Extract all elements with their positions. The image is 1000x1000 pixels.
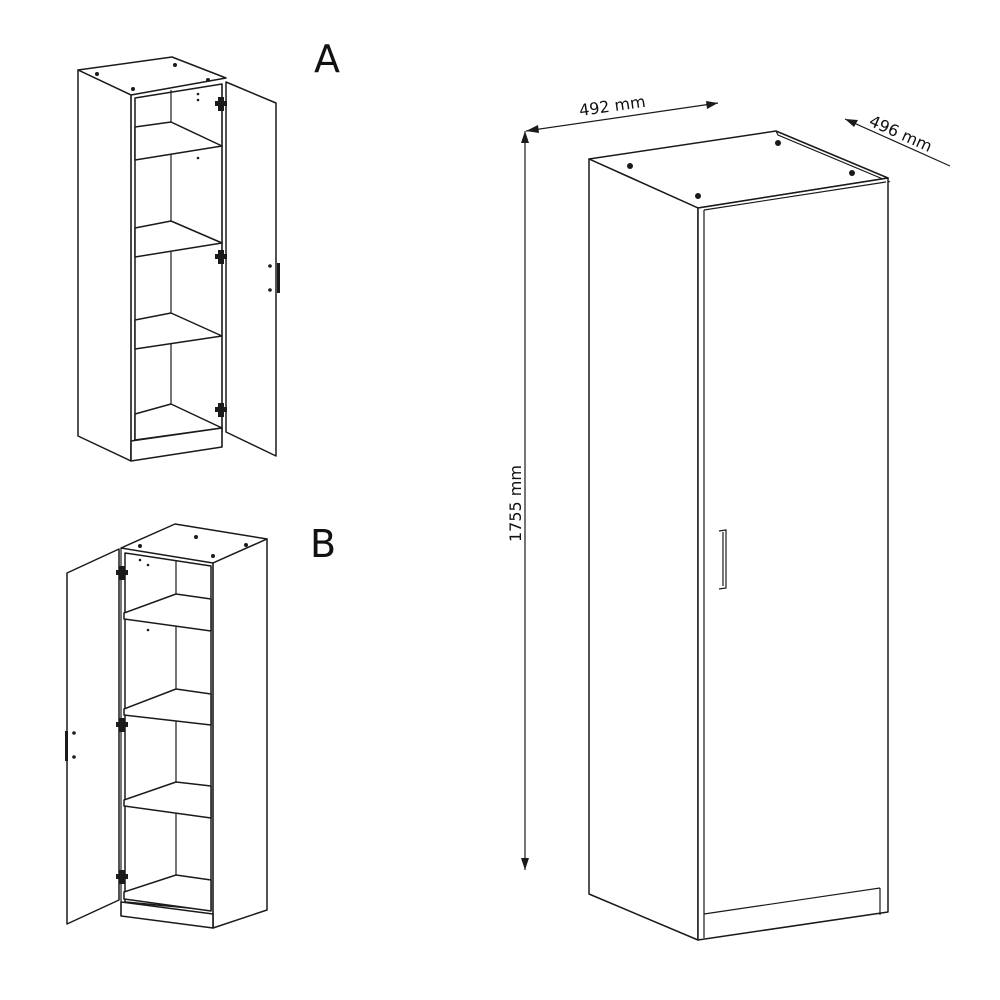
closed-cabinet	[588, 130, 891, 941]
height-dimension	[521, 131, 529, 870]
variant-a-cabinet	[77, 56, 280, 462]
hinge-icon	[215, 403, 227, 417]
variant-b-cabinet	[65, 523, 268, 929]
depth-dimension	[844, 118, 951, 167]
width-dimension-label: 492 mm	[578, 92, 647, 120]
hinge-icon	[215, 250, 227, 264]
variant-a-label: A	[314, 37, 340, 81]
hinge-icon	[116, 870, 128, 884]
height-dimension-label: 1755 mm	[506, 465, 525, 542]
hinge-icon	[215, 97, 227, 111]
hinge-icon	[116, 718, 128, 732]
hinge-icon	[116, 566, 128, 580]
door-handle-icon	[718, 529, 727, 590]
variant-b-label: B	[310, 522, 336, 566]
width-dimension	[525, 101, 719, 133]
